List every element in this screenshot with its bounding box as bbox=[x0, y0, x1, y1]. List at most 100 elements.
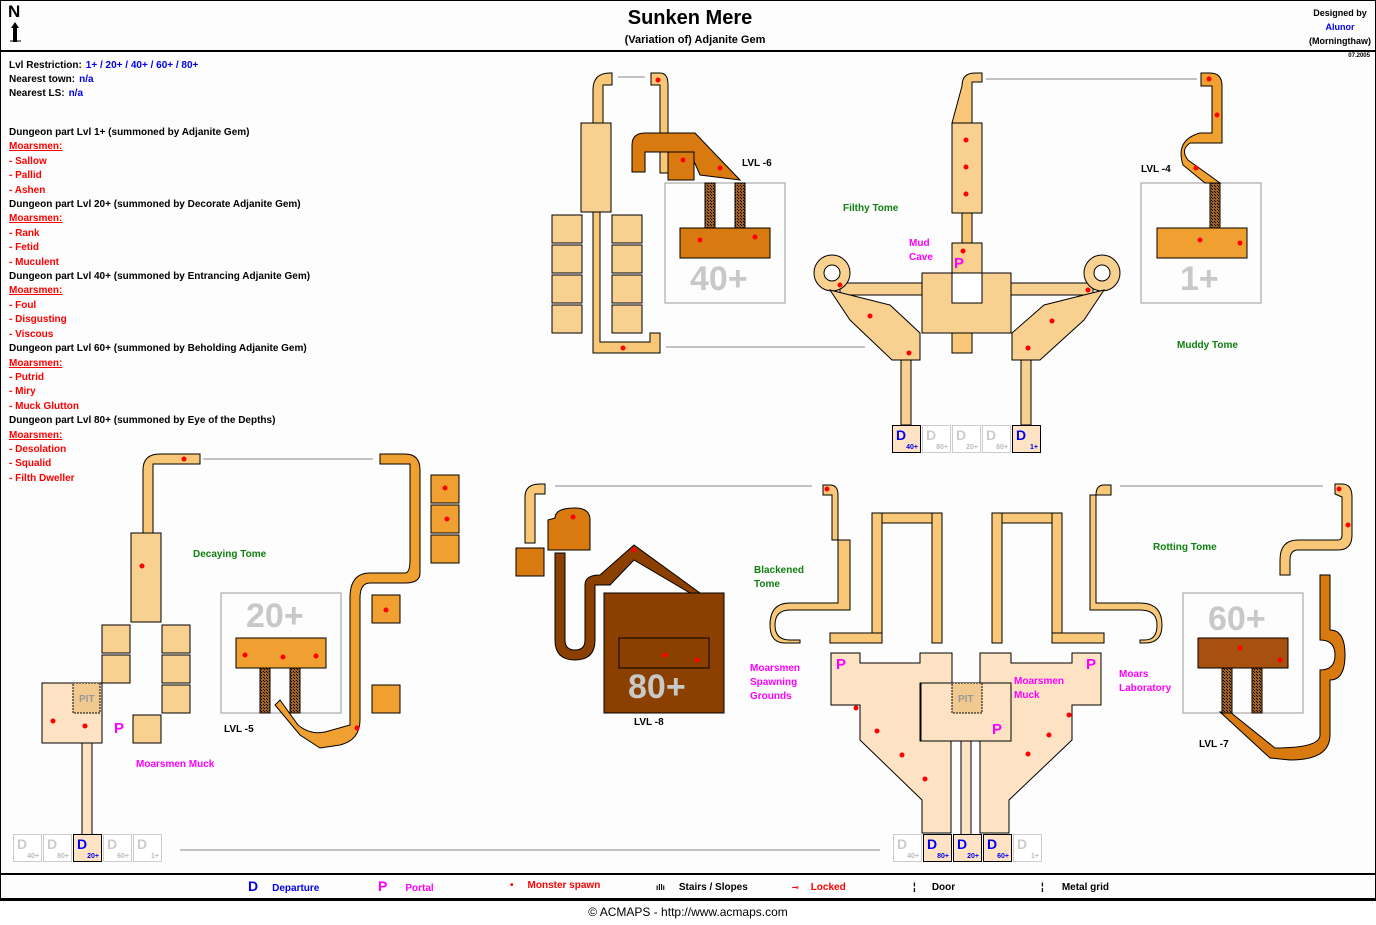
legend-portal-label: Portal bbox=[405, 883, 434, 894]
map-date: 07.2005 bbox=[1348, 53, 1370, 59]
spawn-point bbox=[662, 652, 668, 658]
dungeon-part: Dungeon part Lvl 40+ (summoned by Entran… bbox=[9, 270, 310, 342]
legend-stairs: ıllı Stairs / Slopes bbox=[656, 882, 748, 893]
departure-level: 80+ bbox=[57, 853, 69, 860]
spawn-point bbox=[1046, 732, 1052, 738]
portal-icon[interactable]: P bbox=[836, 656, 847, 673]
departure-icon: D bbox=[896, 427, 907, 443]
pit-label: PIT bbox=[79, 694, 95, 705]
portal-icon[interactable]: P bbox=[1086, 656, 1097, 673]
spawn-point bbox=[694, 657, 700, 663]
legend-grid-label: Metal grid bbox=[1061, 882, 1110, 893]
departure-icon: D bbox=[77, 836, 88, 852]
level-5-area bbox=[41, 453, 460, 839]
departure-level: 60+ bbox=[117, 853, 129, 860]
dungeon-part: Dungeon part Lvl 1+ (summoned by Adjanit… bbox=[9, 126, 310, 198]
portal-legend-icon: P bbox=[378, 878, 388, 894]
monster-entry: - Desolation bbox=[9, 443, 67, 455]
spawn-point bbox=[1345, 522, 1351, 528]
spawn-point bbox=[837, 282, 843, 288]
level-4-area bbox=[1156, 72, 1248, 259]
monster-entry: - Pallid bbox=[9, 170, 42, 182]
departure-level: 40+ bbox=[906, 444, 918, 451]
nearest-town-value: n/a bbox=[79, 74, 94, 85]
dungeon-part: Dungeon part Lvl 60+ (summoned by Behold… bbox=[9, 342, 310, 414]
departure-level: 20+ bbox=[966, 444, 978, 451]
monster-entry: - Foul bbox=[9, 299, 37, 311]
zone-label-40: 40+ bbox=[690, 260, 748, 298]
designer-credit: Designed by Alunor (Morningthaw) bbox=[1309, 6, 1371, 48]
spawn-point bbox=[50, 718, 56, 724]
departure-level: 1+ bbox=[1030, 444, 1038, 451]
portal-icon[interactable]: P bbox=[114, 720, 125, 737]
metal-grid-icon: ¦ bbox=[1041, 882, 1044, 893]
north-indicator: N bbox=[8, 3, 28, 49]
legend-stairs-label: Stairs / Slopes bbox=[678, 882, 748, 893]
legend-locked-label: Locked bbox=[810, 882, 846, 893]
departure-level: 40+ bbox=[27, 853, 39, 860]
locked-key-icon: ⊸ bbox=[792, 883, 799, 892]
spawn-point bbox=[82, 723, 88, 729]
designer-name[interactable]: Alunor bbox=[1325, 22, 1355, 32]
departure-icon: D bbox=[1016, 427, 1027, 443]
spawn-point bbox=[620, 345, 626, 351]
legend-bottom-divider bbox=[0, 898, 1376, 900]
departure-icon: D bbox=[956, 427, 967, 443]
monster-entry: - Sallow bbox=[9, 155, 47, 167]
departure-level: 1+ bbox=[151, 853, 159, 860]
nearest-town-row: Nearest town:n/a bbox=[9, 73, 198, 87]
spawn-point bbox=[717, 165, 723, 171]
portal-icon[interactable]: P bbox=[954, 255, 965, 272]
spawn-point bbox=[570, 514, 576, 520]
monster-group-label: Moarsmen: bbox=[9, 429, 63, 441]
legend-grid: ¦ Metal grid bbox=[1041, 882, 1109, 893]
spawn-point bbox=[1237, 645, 1243, 651]
level-label: LVL -4 bbox=[1141, 164, 1171, 175]
spawn-point bbox=[631, 547, 637, 553]
legend-door-label: Door bbox=[931, 882, 956, 893]
spawning-grounds-line: Spawning bbox=[750, 677, 798, 688]
spawn-point bbox=[680, 157, 686, 163]
departure-level: 60+ bbox=[996, 444, 1008, 451]
rotting-tome-label: Rotting Tome bbox=[1153, 542, 1217, 553]
dungeon-part-header: Dungeon part Lvl 80+ (summoned by Eye of… bbox=[9, 415, 276, 427]
monster-spawns bbox=[50, 76, 1351, 782]
map-subtitle: (Variation of) Adjanite Gem bbox=[624, 34, 766, 46]
dungeon-part: Dungeon part Lvl 20+ (summoned by Decora… bbox=[9, 198, 310, 270]
pit-label: PIT bbox=[958, 694, 974, 705]
departure-icon: D bbox=[248, 878, 259, 894]
monster-entry: - Squalid bbox=[9, 458, 52, 470]
blackened-tome-line: Tome bbox=[754, 579, 780, 590]
copyright-footer[interactable]: © ACMAPS - http://www.acmaps.com bbox=[588, 905, 788, 919]
departure-level: 60+ bbox=[997, 853, 1009, 860]
bottom-hub-area bbox=[769, 484, 1163, 837]
spawn-point bbox=[1025, 751, 1031, 757]
spawn-point bbox=[853, 705, 859, 711]
mud-cave-line: Mud bbox=[909, 238, 930, 249]
legend-spawn: •Monster spawn bbox=[510, 880, 600, 891]
level-7-area bbox=[1197, 483, 1353, 761]
departure-level: 20+ bbox=[967, 853, 979, 860]
stairs-icon: ıllı bbox=[656, 883, 665, 892]
portal-icon[interactable]: P bbox=[992, 721, 1003, 738]
spawn-point bbox=[139, 563, 145, 569]
muck-right-line: Muck bbox=[1014, 690, 1040, 701]
muck-right-line: Moarsmen bbox=[1014, 676, 1065, 687]
departure-icon: D bbox=[926, 427, 937, 443]
spawn-point bbox=[1049, 318, 1055, 324]
central-hub-area bbox=[813, 72, 1121, 426]
dungeon-part: Dungeon part Lvl 80+ (summoned by Eye of… bbox=[9, 414, 310, 486]
spawn-point bbox=[1214, 112, 1220, 118]
